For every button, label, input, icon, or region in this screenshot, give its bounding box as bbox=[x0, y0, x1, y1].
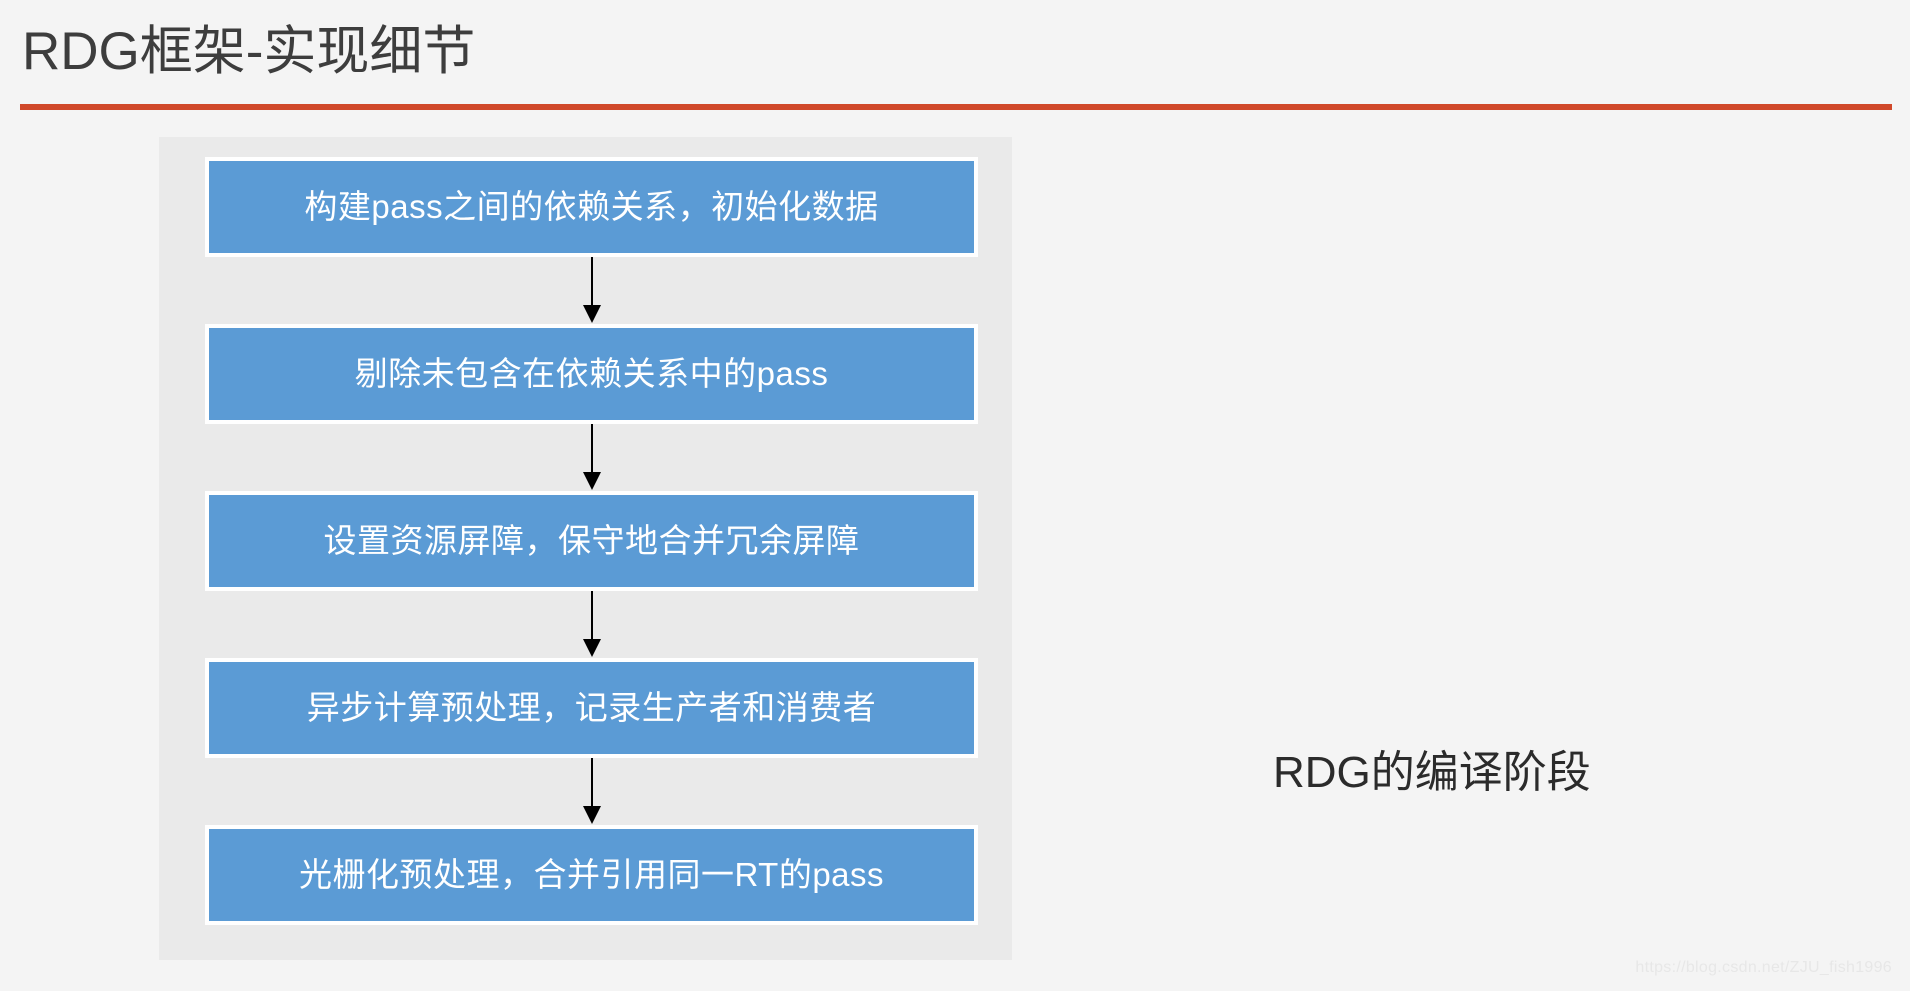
flow-node-1[interactable]: 构建pass之间的依赖关系，初始化数据 bbox=[205, 157, 978, 257]
flow-node-4[interactable]: 异步计算预处理，记录生产者和消费者 bbox=[205, 658, 978, 758]
flow-node-2[interactable]: 剔除未包含在依赖关系中的pass bbox=[205, 324, 978, 424]
flow-connector-4 bbox=[205, 758, 978, 825]
flow-node-label: 构建pass之间的依赖关系，初始化数据 bbox=[304, 188, 879, 225]
page-title: RDG框架-实现细节 bbox=[22, 22, 476, 81]
flow-node-3[interactable]: 设置资源屏障，保守地合并冗余屏障 bbox=[205, 491, 978, 591]
flow-node-label: 异步计算预处理，记录生产者和消费者 bbox=[306, 689, 877, 726]
arrow-down-icon bbox=[582, 424, 601, 490]
flow-node-label: 设置资源屏障，保守地合并冗余屏障 bbox=[323, 522, 860, 559]
flowchart-caption: RDG的编译阶段 bbox=[1273, 748, 1591, 797]
arrow-down-icon bbox=[582, 758, 601, 824]
flow-node-label: 剔除未包含在依赖关系中的pass bbox=[354, 355, 829, 392]
flowchart-node-stack: 构建pass之间的依赖关系，初始化数据 剔除未包含在依赖关系中的pass 设置资… bbox=[205, 157, 978, 925]
flow-node-label: 光栅化预处理，合并引用同一RT的pass bbox=[298, 856, 885, 893]
flow-connector-2 bbox=[205, 424, 978, 491]
flow-node-5[interactable]: 光栅化预处理，合并引用同一RT的pass bbox=[205, 825, 978, 925]
flow-connector-1 bbox=[205, 257, 978, 324]
watermark: https://blog.csdn.net/ZJU_fish1996 bbox=[1635, 959, 1892, 976]
arrow-down-icon bbox=[582, 591, 601, 657]
arrow-down-icon bbox=[582, 257, 601, 323]
title-underline-rule bbox=[20, 104, 1892, 110]
flow-connector-3 bbox=[205, 591, 978, 658]
flowchart-panel: 构建pass之间的依赖关系，初始化数据 剔除未包含在依赖关系中的pass 设置资… bbox=[159, 137, 1012, 960]
